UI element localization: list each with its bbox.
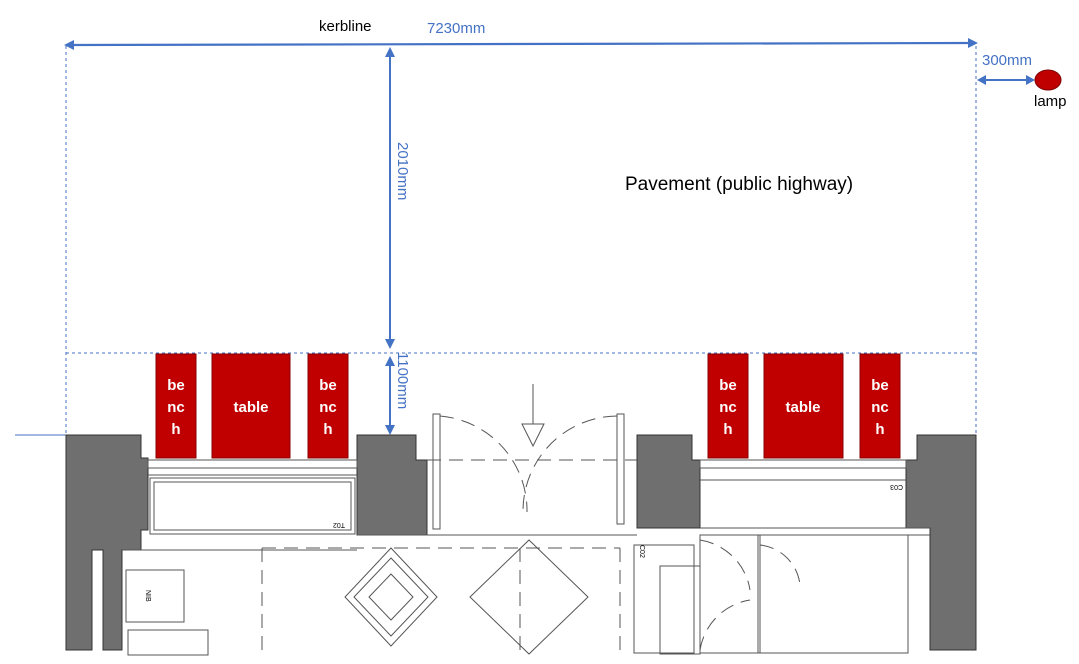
bench-left-2-label-1: be <box>319 377 337 394</box>
entrance-arrow <box>521 384 545 448</box>
plan-code-c02: C02 <box>638 545 645 558</box>
bench-right-1-label-1: be <box>719 377 737 394</box>
table-right <box>763 353 844 459</box>
bench-right-2-label-3: h <box>875 421 884 438</box>
lamp-offset-label: 300mm <box>982 52 1032 69</box>
furniture-left-group: be nc h table be nc h <box>155 353 349 459</box>
width-dimension-label: 7230mm <box>427 20 485 37</box>
plan-code-c03: C03 <box>890 483 903 490</box>
bench-left-1-label-1: be <box>167 377 185 394</box>
bench-left-2-label-3: h <box>323 421 332 438</box>
seating-depth-arrow <box>385 356 395 435</box>
bench-right-2-label-1: be <box>871 377 889 394</box>
lamp-offset-arrow <box>977 75 1035 85</box>
table-right-label: table <box>785 399 820 416</box>
plan-linework <box>122 413 930 656</box>
bench-right-1-label-2: nc <box>719 399 737 416</box>
pavement-label: Pavement (public highway) <box>625 174 853 195</box>
building-walls <box>65 434 977 651</box>
bench-right-1-label-3: h <box>723 421 732 438</box>
bench-right-2-label-2: nc <box>871 399 889 416</box>
plan-code-t02: T02 <box>333 521 345 528</box>
plan-code-nib: NIB <box>144 590 151 602</box>
seating-depth-label: 1100mm <box>394 352 411 409</box>
kerbline-label: kerbline <box>319 18 372 35</box>
pavement-depth-label: 2010mm <box>394 142 411 200</box>
bench-right-2 <box>859 353 901 459</box>
table-left <box>211 353 291 459</box>
bench-left-1 <box>155 353 197 459</box>
pavement-boundary <box>65 46 977 435</box>
bench-right-1 <box>707 353 749 459</box>
lamp-icon <box>1034 69 1062 91</box>
furniture-right-group: be nc h table be nc h <box>707 353 901 459</box>
bench-left-1-label-2: nc <box>167 399 185 416</box>
width-dimension-arrow <box>64 38 978 50</box>
lamp-label: lamp <box>1034 93 1067 110</box>
pavement-depth-arrow <box>385 47 395 349</box>
plan-dashed-lines <box>160 415 900 651</box>
bench-left-2 <box>307 353 349 459</box>
table-left-label: table <box>233 399 268 416</box>
bench-left-1-label-3: h <box>171 421 180 438</box>
bench-left-2-label-2: nc <box>319 399 337 416</box>
